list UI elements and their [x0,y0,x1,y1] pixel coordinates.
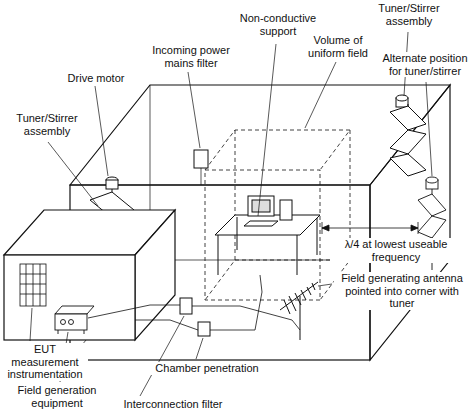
callout-label: Volume of uniform field [300,34,376,59]
callout-label: Alternate position for tuner/stirrer [378,52,472,77]
callout-label: Field generation equipment [10,384,104,409]
callout-label: Tuner/Stirrer assembly [6,112,88,137]
callout-label: Incoming power mains filter [140,44,242,69]
callout-label: Chamber penetration [150,362,264,375]
callout-label: Interconnection filter [112,398,234,411]
dimension-label: λ/4 at lowest useable frequency [330,238,462,263]
callout-label: EUT measurement instrumentation [2,343,88,381]
callout-label: Tuner/Stirrer assembly [368,2,450,27]
callout-label: Field generating antenna pointed into co… [334,272,470,310]
callout-label: Drive motor [60,72,132,85]
